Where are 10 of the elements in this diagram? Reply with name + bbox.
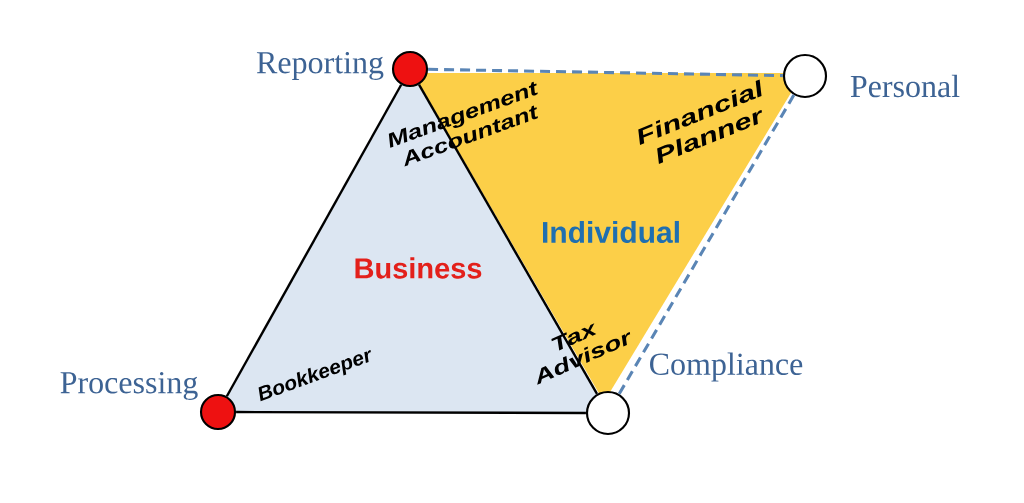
connector-line bbox=[428, 67, 783, 78]
connector-line bbox=[617, 94, 796, 395]
vertex-circle bbox=[585, 390, 631, 436]
connector-line bbox=[236, 410, 586, 415]
vertex-label: Compliance bbox=[650, 352, 803, 382]
connector-line bbox=[418, 84, 599, 395]
vertex-label: Processing bbox=[60, 371, 198, 401]
connector-line bbox=[225, 84, 403, 397]
vertex-label: Reporting bbox=[256, 51, 384, 81]
vertex-label: Personal bbox=[850, 74, 960, 98]
